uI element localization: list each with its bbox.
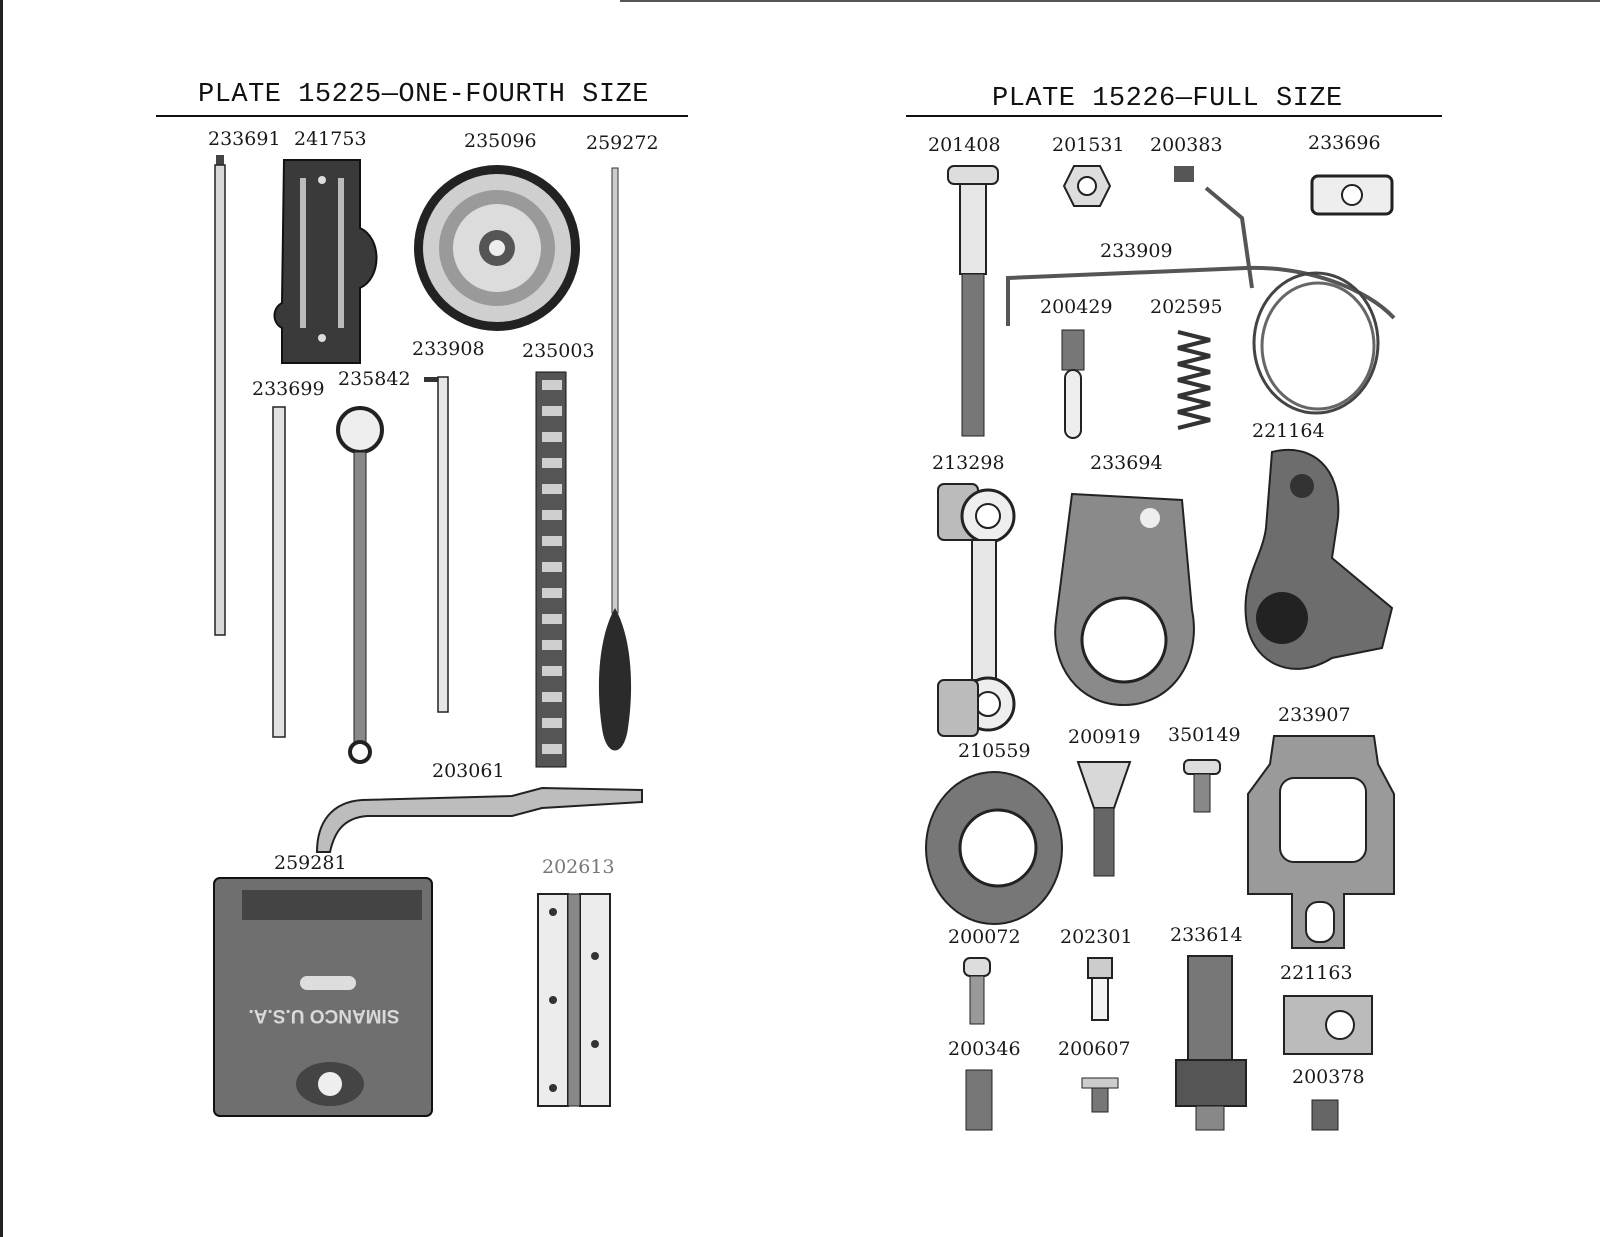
part-label-233614: 233614 bbox=[1170, 924, 1243, 946]
casting-text: SIMANCO U.S.A. bbox=[248, 1005, 400, 1026]
screw-350149 bbox=[1182, 758, 1222, 814]
part-label-350149: 350149 bbox=[1168, 724, 1241, 746]
nut-201531 bbox=[1062, 164, 1112, 208]
rod-233908 bbox=[424, 376, 454, 717]
screwdriver-259272 bbox=[588, 167, 638, 773]
screw-200607 bbox=[1080, 1074, 1120, 1114]
setscrew-200378 bbox=[1310, 1098, 1340, 1132]
part-label-202595: 202595 bbox=[1150, 296, 1223, 318]
part-label-200429: 200429 bbox=[1040, 296, 1113, 318]
part-label-233694: 233694 bbox=[1090, 452, 1163, 474]
link-235842 bbox=[330, 400, 390, 765]
plate-rule-left bbox=[156, 115, 688, 117]
part-label-200383: 200383 bbox=[1150, 134, 1223, 156]
shaft-233614 bbox=[1175, 955, 1256, 1132]
setscrew-200346 bbox=[964, 1068, 994, 1132]
link-213298 bbox=[937, 483, 1018, 740]
part-label-200919: 200919 bbox=[1068, 726, 1141, 748]
part-label-200607: 200607 bbox=[1058, 1038, 1131, 1060]
page-edge-top bbox=[620, 0, 1600, 2]
part-label-233908: 233908 bbox=[412, 338, 485, 360]
cam-210559 bbox=[924, 770, 1070, 926]
part-label-235096: 235096 bbox=[464, 130, 537, 152]
part-label-233699: 233699 bbox=[252, 378, 325, 400]
plate-rule-right bbox=[906, 115, 1442, 117]
part-label-200378: 200378 bbox=[1292, 1066, 1365, 1088]
part-label-213298: 213298 bbox=[932, 452, 1005, 474]
eccentric-233694 bbox=[1052, 490, 1202, 710]
setscrew-200383 bbox=[1172, 164, 1196, 184]
part-label-233691: 233691 bbox=[208, 128, 281, 150]
part-label-203061: 203061 bbox=[432, 760, 505, 782]
plate-title-left: PLATE 15225—ONE-FOURTH SIZE bbox=[198, 80, 649, 110]
part-label-235842: 235842 bbox=[338, 368, 411, 390]
rod-233699 bbox=[270, 406, 290, 738]
part-label-259272: 259272 bbox=[586, 132, 659, 154]
screw-200072 bbox=[962, 956, 992, 1026]
part-label-200346: 200346 bbox=[948, 1038, 1021, 1060]
plate-241753 bbox=[272, 158, 392, 368]
crank-221164 bbox=[1242, 448, 1402, 688]
part-label-210559: 210559 bbox=[958, 740, 1031, 762]
screw-200919 bbox=[1074, 758, 1134, 880]
clip-233696 bbox=[1306, 172, 1398, 218]
disc-235096 bbox=[412, 163, 582, 333]
part-label-235003: 235003 bbox=[522, 340, 595, 362]
screw-201408 bbox=[944, 165, 1004, 441]
casting-259281: SIMANCO U.S.A. bbox=[212, 876, 434, 1118]
plate-title-right: PLATE 15226—FULL SIZE bbox=[992, 84, 1343, 114]
part-label-201531: 201531 bbox=[1052, 134, 1125, 156]
stud-202301 bbox=[1086, 956, 1116, 1022]
part-label-221164: 221164 bbox=[1252, 420, 1325, 442]
part-label-241753: 241753 bbox=[294, 128, 367, 150]
spring-202595 bbox=[1174, 328, 1214, 432]
rod-233691 bbox=[212, 155, 232, 645]
page-edge-left bbox=[0, 0, 3, 1237]
feed-dog-233907 bbox=[1244, 734, 1404, 954]
rack-235003 bbox=[532, 371, 572, 768]
part-label-259281: 259281 bbox=[274, 852, 347, 874]
part-label-202301: 202301 bbox=[1060, 926, 1133, 948]
pin-200429 bbox=[1058, 329, 1088, 442]
part-label-202613: 202613 bbox=[542, 856, 615, 878]
block-221163 bbox=[1282, 994, 1374, 1058]
part-label-233909: 233909 bbox=[1100, 240, 1173, 262]
part-label-201408: 201408 bbox=[928, 134, 1001, 156]
part-label-233907: 233907 bbox=[1278, 704, 1351, 726]
spring-233909 bbox=[1006, 178, 1406, 418]
hinge-202613 bbox=[536, 892, 616, 1112]
lever-203061 bbox=[312, 782, 652, 862]
part-label-221163: 221163 bbox=[1280, 962, 1353, 984]
part-label-200072: 200072 bbox=[948, 926, 1021, 948]
part-label-233696: 233696 bbox=[1308, 132, 1381, 154]
